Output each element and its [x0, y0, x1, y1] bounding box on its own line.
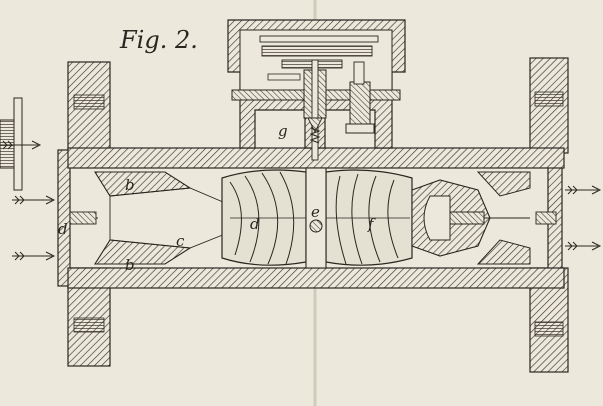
flow-arrow-out-low [565, 241, 602, 251]
label-e: e [311, 203, 320, 221]
flow-arrow-in-mid [12, 195, 56, 205]
label-b-top: b [125, 176, 135, 194]
flow-arrow-in-top [0, 140, 42, 150]
flow-arrow-in-low [12, 251, 56, 261]
label-d-rotor: d [250, 215, 260, 233]
label-b-bottom: b [125, 256, 135, 274]
inlet-guide-cones [69, 171, 231, 265]
inlet-stub [0, 97, 23, 191]
flow-arrow-out-top [565, 185, 602, 195]
label-f: f [367, 215, 376, 233]
label-d-inlet: d [58, 220, 68, 238]
rotor-f [325, 169, 413, 266]
rotor-d [221, 169, 307, 266]
figure-title: Fig. 2. [119, 26, 198, 54]
counter-housing [227, 19, 406, 161]
central-shaft [305, 167, 327, 269]
label-c: c [176, 232, 185, 250]
flow-arrows [0, 140, 602, 261]
label-g: g [278, 122, 288, 140]
right-bearing [411, 171, 557, 265]
